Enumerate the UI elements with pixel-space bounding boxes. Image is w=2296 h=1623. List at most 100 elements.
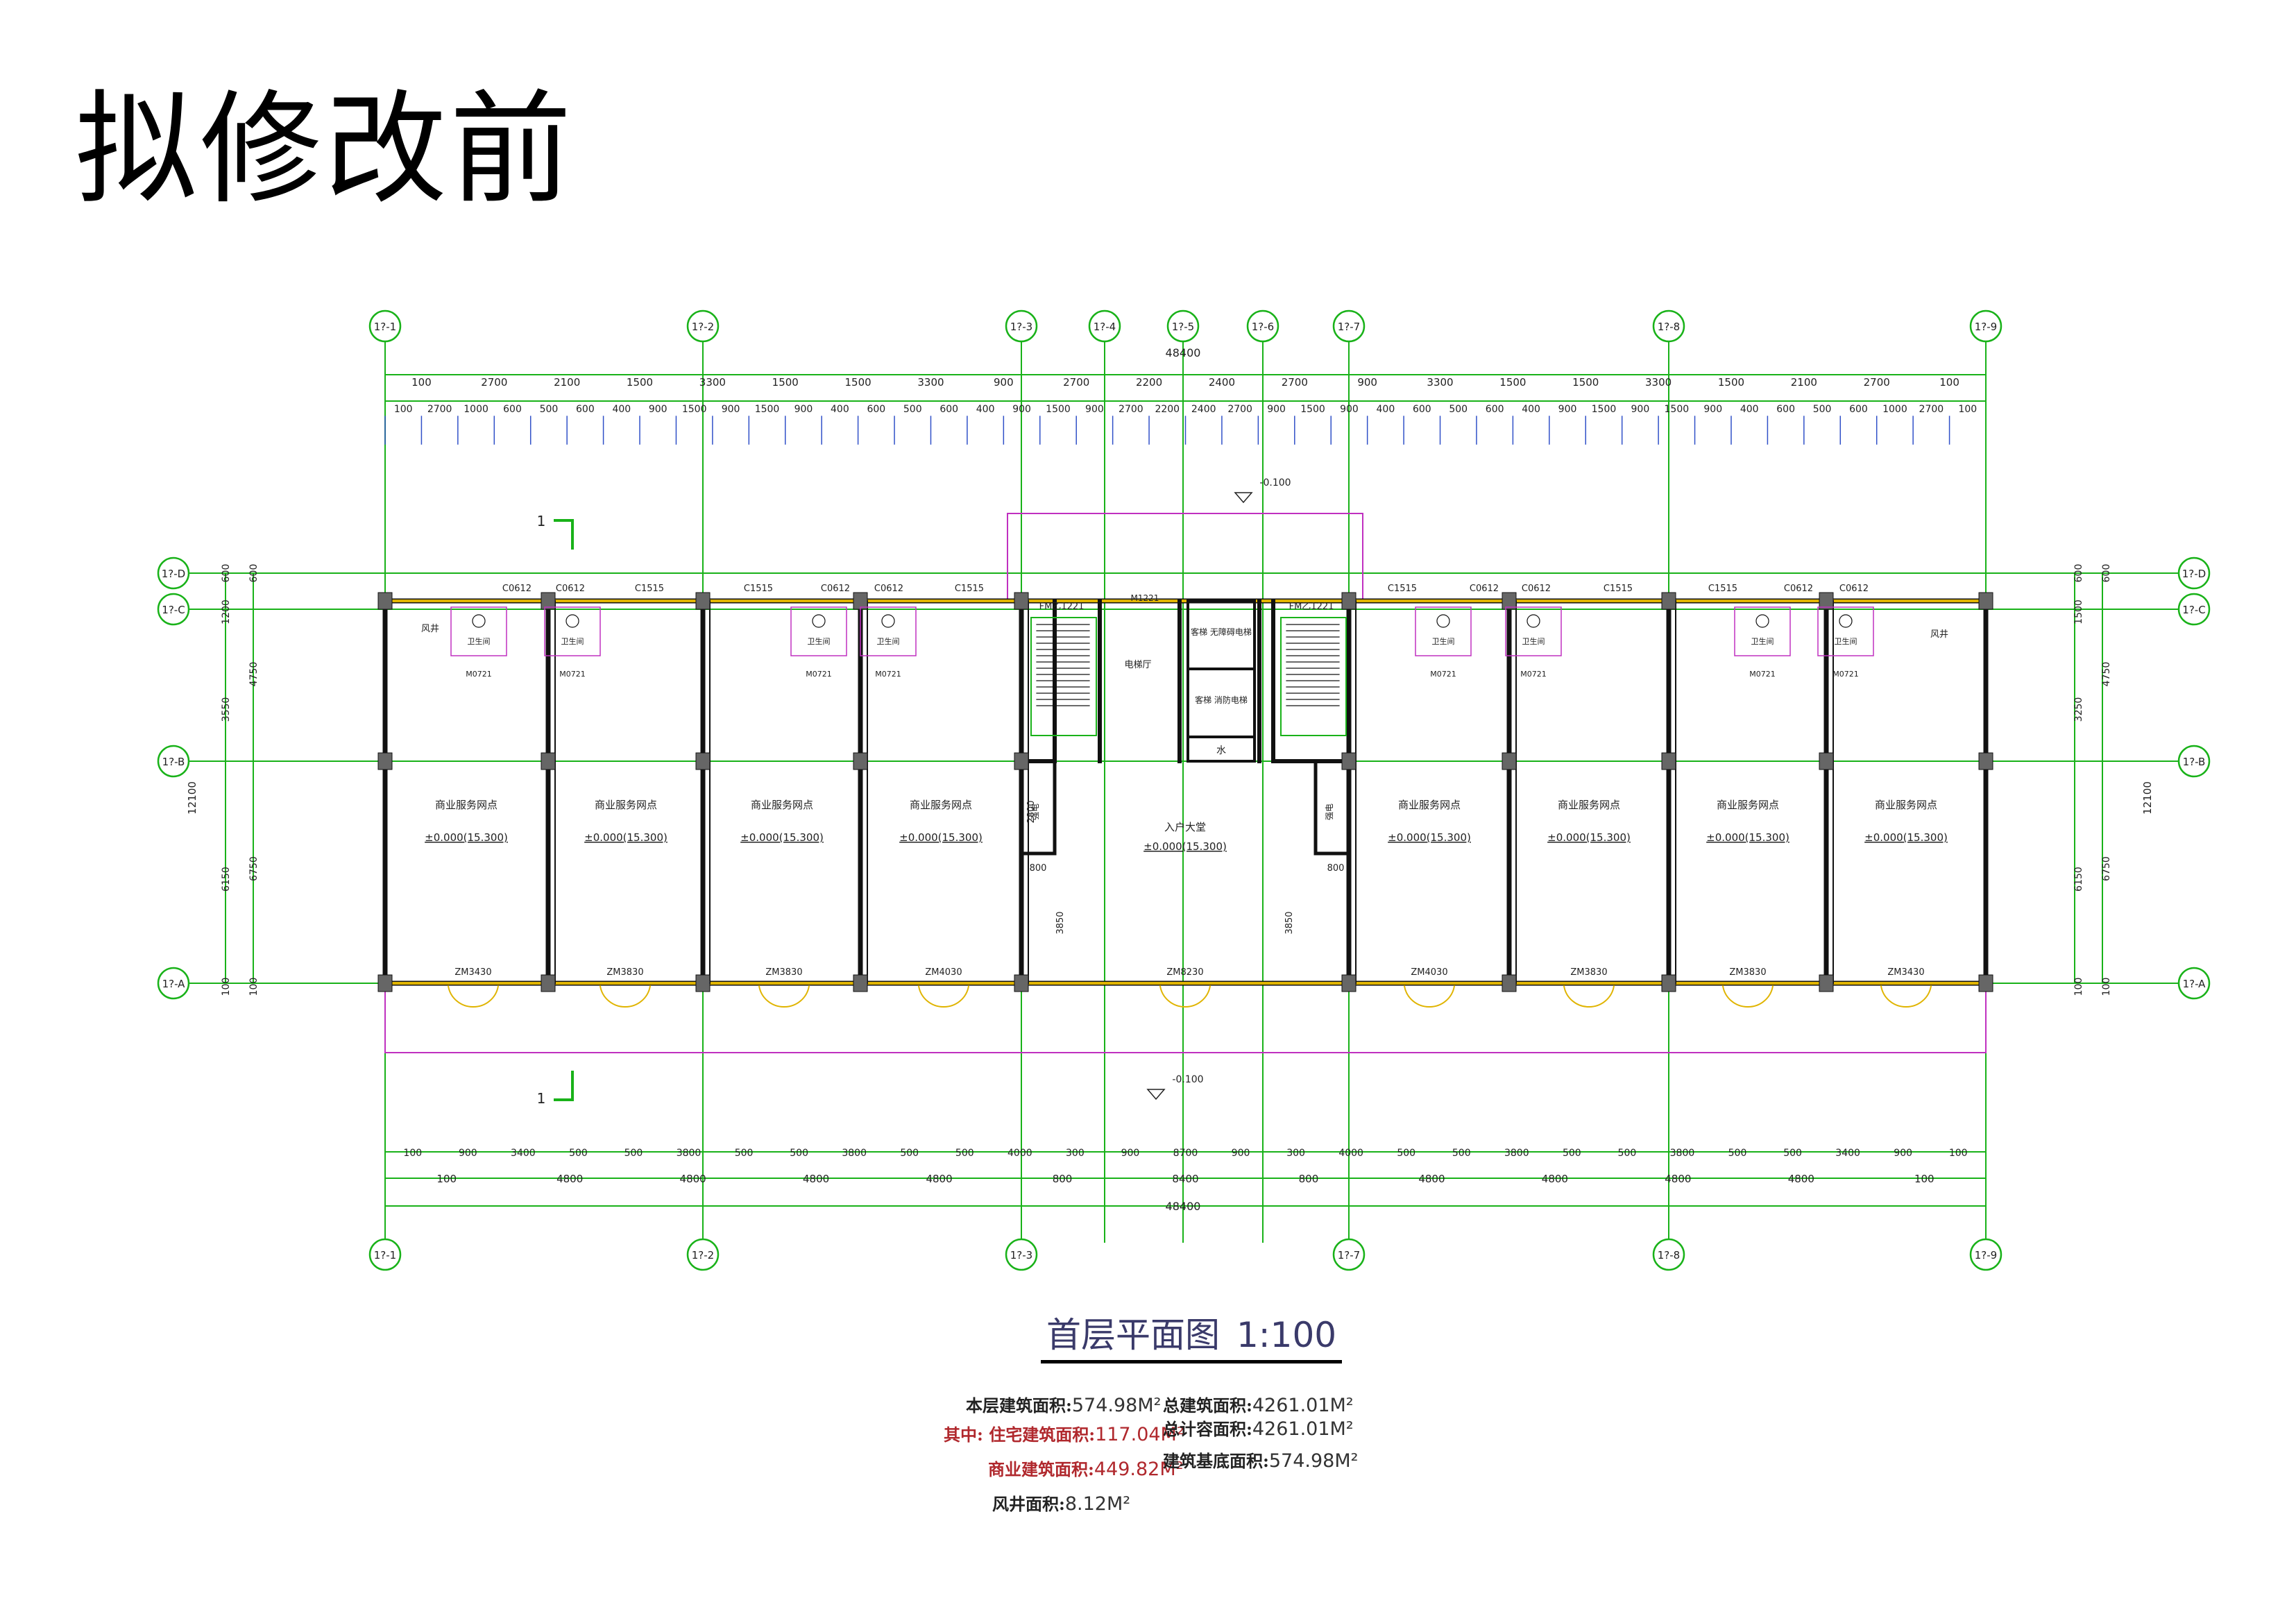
stair-dim-label: 2800	[1026, 800, 1037, 823]
dim-top-2-label: 900	[1558, 404, 1577, 415]
dim-top-1-label: 3300	[1427, 376, 1453, 389]
dim-bottom-1-label: 500	[1397, 1148, 1415, 1159]
dim-top-2-label: 500	[540, 404, 559, 415]
dim-bottom-1-label: 3800	[677, 1148, 701, 1159]
dim-top-2-label: 1000	[1882, 404, 1907, 415]
dim-bottom-1-label: 500	[1452, 1148, 1471, 1159]
dim-top-2-label: 600	[503, 404, 522, 415]
structural-column	[541, 592, 556, 610]
dim-side-label: 600	[2073, 564, 2084, 583]
dim-top-1-label: 2700	[1864, 376, 1890, 389]
dim-bottom-1-label: 4000	[1007, 1148, 1032, 1159]
dim-top-2-label: 600	[867, 404, 885, 415]
level-mark-triangle	[1146, 1089, 1166, 1101]
area-shaft-label: 风井面积:	[992, 1494, 1065, 1514]
axis-bubble	[1005, 1238, 1038, 1271]
dim-top-1-label: 1500	[1718, 376, 1744, 389]
area-floor-label: 本层建筑面积:	[966, 1395, 1072, 1416]
axis-bubble	[1088, 309, 1121, 343]
axis-bubble	[157, 967, 190, 1000]
dim-bottom-2-label: 4800	[803, 1173, 829, 1185]
shop-elevation-label: ±0.000(15.300)	[584, 831, 667, 844]
dim-top-1-label: 1500	[1572, 376, 1599, 389]
structural-column	[377, 752, 393, 770]
dim-top-2-label: 600	[1413, 404, 1431, 415]
toilet-label: 卫生间	[1751, 636, 1774, 646]
shop-room-label: 商业服务网点	[1398, 799, 1461, 811]
structural-column	[695, 974, 711, 992]
dim-top-1-label: 2700	[1282, 376, 1308, 389]
dim-bottom-1-label: 300	[1066, 1148, 1085, 1159]
shop-room-label: 商业服务网点	[435, 799, 498, 811]
dim-top-2-label: 600	[1849, 404, 1868, 415]
dim-left-total: 12100	[186, 781, 198, 815]
area-total-label: 总建筑面积:	[1163, 1395, 1252, 1416]
door-swing	[1159, 985, 1211, 1008]
area-residential-label: 其中: 住宅建筑面积:	[944, 1425, 1096, 1445]
area-shaft: 风井面积:8.12M²	[992, 1490, 1130, 1515]
dim-bottom-2-label: 800	[1053, 1173, 1073, 1185]
eave-outline	[384, 983, 1987, 1053]
axis-bottom-label: 1?-9	[1975, 1249, 1997, 1261]
dim-side-label: 6150	[221, 867, 232, 892]
window-label: C0612	[821, 584, 850, 594]
lobby-label: 入户大堂	[1164, 821, 1206, 833]
structural-column	[1661, 974, 1676, 992]
structural-column	[695, 752, 711, 770]
dim-top-2-label: 2400	[1191, 404, 1216, 415]
structural-column	[1502, 974, 1517, 992]
axis-right-label: 1?-B	[2183, 756, 2206, 768]
dim-top-1-label: 1500	[627, 376, 653, 389]
structural-column	[853, 752, 868, 770]
dim-top-1-label: 3300	[699, 376, 726, 389]
dim-bottom-2-label: 4800	[1665, 1173, 1691, 1185]
area-residential: 其中: 住宅建筑面积:117.04M²	[944, 1421, 1184, 1445]
dim-bottom-1-label: 500	[1728, 1148, 1747, 1159]
axis-bubble	[1652, 309, 1685, 343]
toilet-bowl	[1839, 614, 1853, 628]
dim-top-2-label: 600	[1776, 404, 1795, 415]
toilet-fixture	[860, 606, 917, 656]
toilet-bowl	[1755, 614, 1769, 628]
dim-top-1-label: 2700	[1063, 376, 1089, 389]
window-label: C1515	[635, 584, 664, 594]
toilet-door-label: M0721	[1832, 670, 1859, 679]
structural-column	[541, 752, 556, 770]
dim-top-2-label: 2200	[1155, 404, 1180, 415]
window-label: C0612	[1522, 584, 1551, 594]
dim-bottom-1-label: 100	[403, 1148, 422, 1159]
toilet-label: 卫生间	[877, 636, 900, 646]
shop-room-label: 商业服务网点	[1558, 799, 1620, 811]
toilet-door-label: M0721	[806, 670, 832, 679]
dim-bottom-2-label: 100	[436, 1173, 457, 1185]
toilet-bowl	[1527, 614, 1540, 628]
entrance-door-label: ZM3830	[1729, 967, 1766, 978]
door-swing	[1403, 985, 1456, 1008]
dim-side-label: 100	[248, 978, 260, 996]
dim-bottom-2-label: 800	[1299, 1173, 1319, 1185]
dim-top-2-label: 900	[649, 404, 667, 415]
dim-right-total: 12100	[2141, 781, 2154, 815]
stair-dim-label: 3850	[1284, 911, 1295, 934]
axis-bubble	[368, 309, 402, 343]
entrance-door-label: ZM4030	[1411, 967, 1447, 978]
dim-top-2-label: 1500	[755, 404, 780, 415]
dim-top-1-label: 2100	[1791, 376, 1817, 389]
dim-bottom-1-label: 900	[1894, 1148, 1912, 1159]
axis-bubble	[1969, 1238, 2002, 1271]
water-room-label: 水	[1216, 745, 1226, 756]
dim-top-1-label: 900	[1357, 376, 1377, 389]
dim-bottom-1-label: 900	[1232, 1148, 1250, 1159]
dim-top-2-label: 900	[1340, 404, 1359, 415]
structural-column	[1014, 592, 1029, 610]
stair-dim-label: 800	[1030, 863, 1047, 874]
dim-top-1-label: 2200	[1136, 376, 1162, 389]
dim-bottom-1-label: 500	[1783, 1148, 1802, 1159]
axis-top-label: 1?-1	[374, 321, 396, 333]
level-mark-top: -0.100	[1259, 477, 1291, 488]
dim-top-2-label: 400	[1740, 404, 1759, 415]
structural-column	[1819, 752, 1834, 770]
dim-bottom-1-label: 500	[1618, 1148, 1637, 1159]
dim-side-label: 6750	[2101, 856, 2112, 881]
